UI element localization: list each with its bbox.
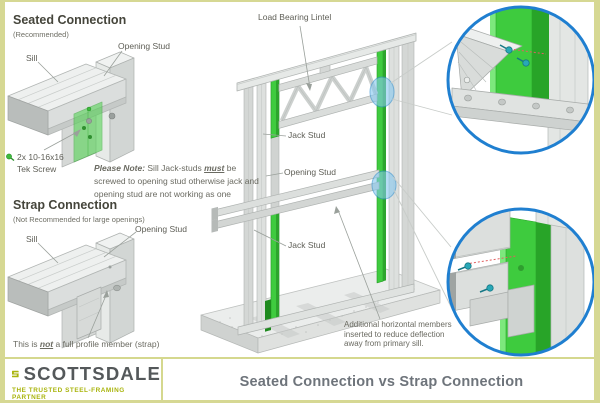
seated-sill-label: Sill	[26, 53, 38, 63]
page-border-left	[0, 0, 5, 403]
additional-members-note: Additional horizontal members inserted t…	[344, 320, 452, 348]
brand-logo: SCOTTSDALE THE TRUSTED STEEL-FRAMING PAR…	[0, 359, 163, 403]
footer-bar: SCOTTSDALE THE TRUSTED STEEL-FRAMING PAR…	[0, 357, 600, 403]
jack-stud-green-lower	[265, 211, 280, 332]
label-leader-lines	[37, 25, 381, 339]
brand-tagline: THE TRUSTED STEEL-FRAMING PARTNER	[12, 387, 125, 401]
detail-circle-seated	[446, 5, 596, 155]
page-border-right	[594, 0, 600, 403]
leader-arrowheads	[73, 83, 340, 298]
brand-name: SCOTTSDALE	[23, 363, 161, 384]
page-border-bottom	[0, 400, 600, 403]
strap-note-text: This is not a full profile member (strap…	[13, 339, 160, 349]
opening-stud-label: Opening Stud	[284, 167, 336, 177]
seated-connection-subtitle: (Recommended)	[13, 30, 69, 39]
highlight-ellipse-bottom	[371, 170, 397, 200]
detail-callout-lines	[390, 41, 454, 312]
strap-connection-render	[7, 232, 135, 349]
page-border-top	[0, 0, 600, 2]
jack-stud-bottom-label: Jack Stud	[288, 240, 326, 250]
load-bearing-lintel-label: Load Bearing Lintel	[258, 12, 332, 22]
tek-screw-icons-top	[499, 44, 530, 67]
jack-stud-top-label: Jack Stud	[288, 130, 326, 140]
seated-connection-title: Seated Connection	[13, 13, 127, 27]
tek-screw-icon	[6, 153, 15, 162]
please-note-text: Please Note: Sill Jack-studs must be scr…	[94, 163, 259, 199]
footer-title: Seated Connection vs Strap Connection	[239, 374, 524, 390]
strap-connection-subtitle: (Not Recommended for large openings)	[13, 215, 145, 224]
detail-circle-sill	[446, 207, 596, 357]
seated-opening-stud-label: Opening Stud	[118, 41, 170, 51]
jack-stud-green-upper	[270, 78, 280, 139]
strap-connection-title: Strap Connection	[13, 198, 118, 212]
diagram-canvas	[6, 5, 596, 357]
tek-screw-icons-bottom	[457, 262, 494, 293]
tek-screw-label: 2x 10-16x16 Tek Screw	[17, 152, 64, 174]
highlight-ellipse-top	[369, 76, 395, 108]
strap-opening-stud-label: Opening Stud	[135, 224, 187, 234]
main-frame-render	[200, 32, 441, 354]
seated-connection-render	[7, 51, 135, 168]
scottsdale-s-icon	[12, 370, 19, 378]
strap-sill-label: Sill	[26, 234, 38, 244]
